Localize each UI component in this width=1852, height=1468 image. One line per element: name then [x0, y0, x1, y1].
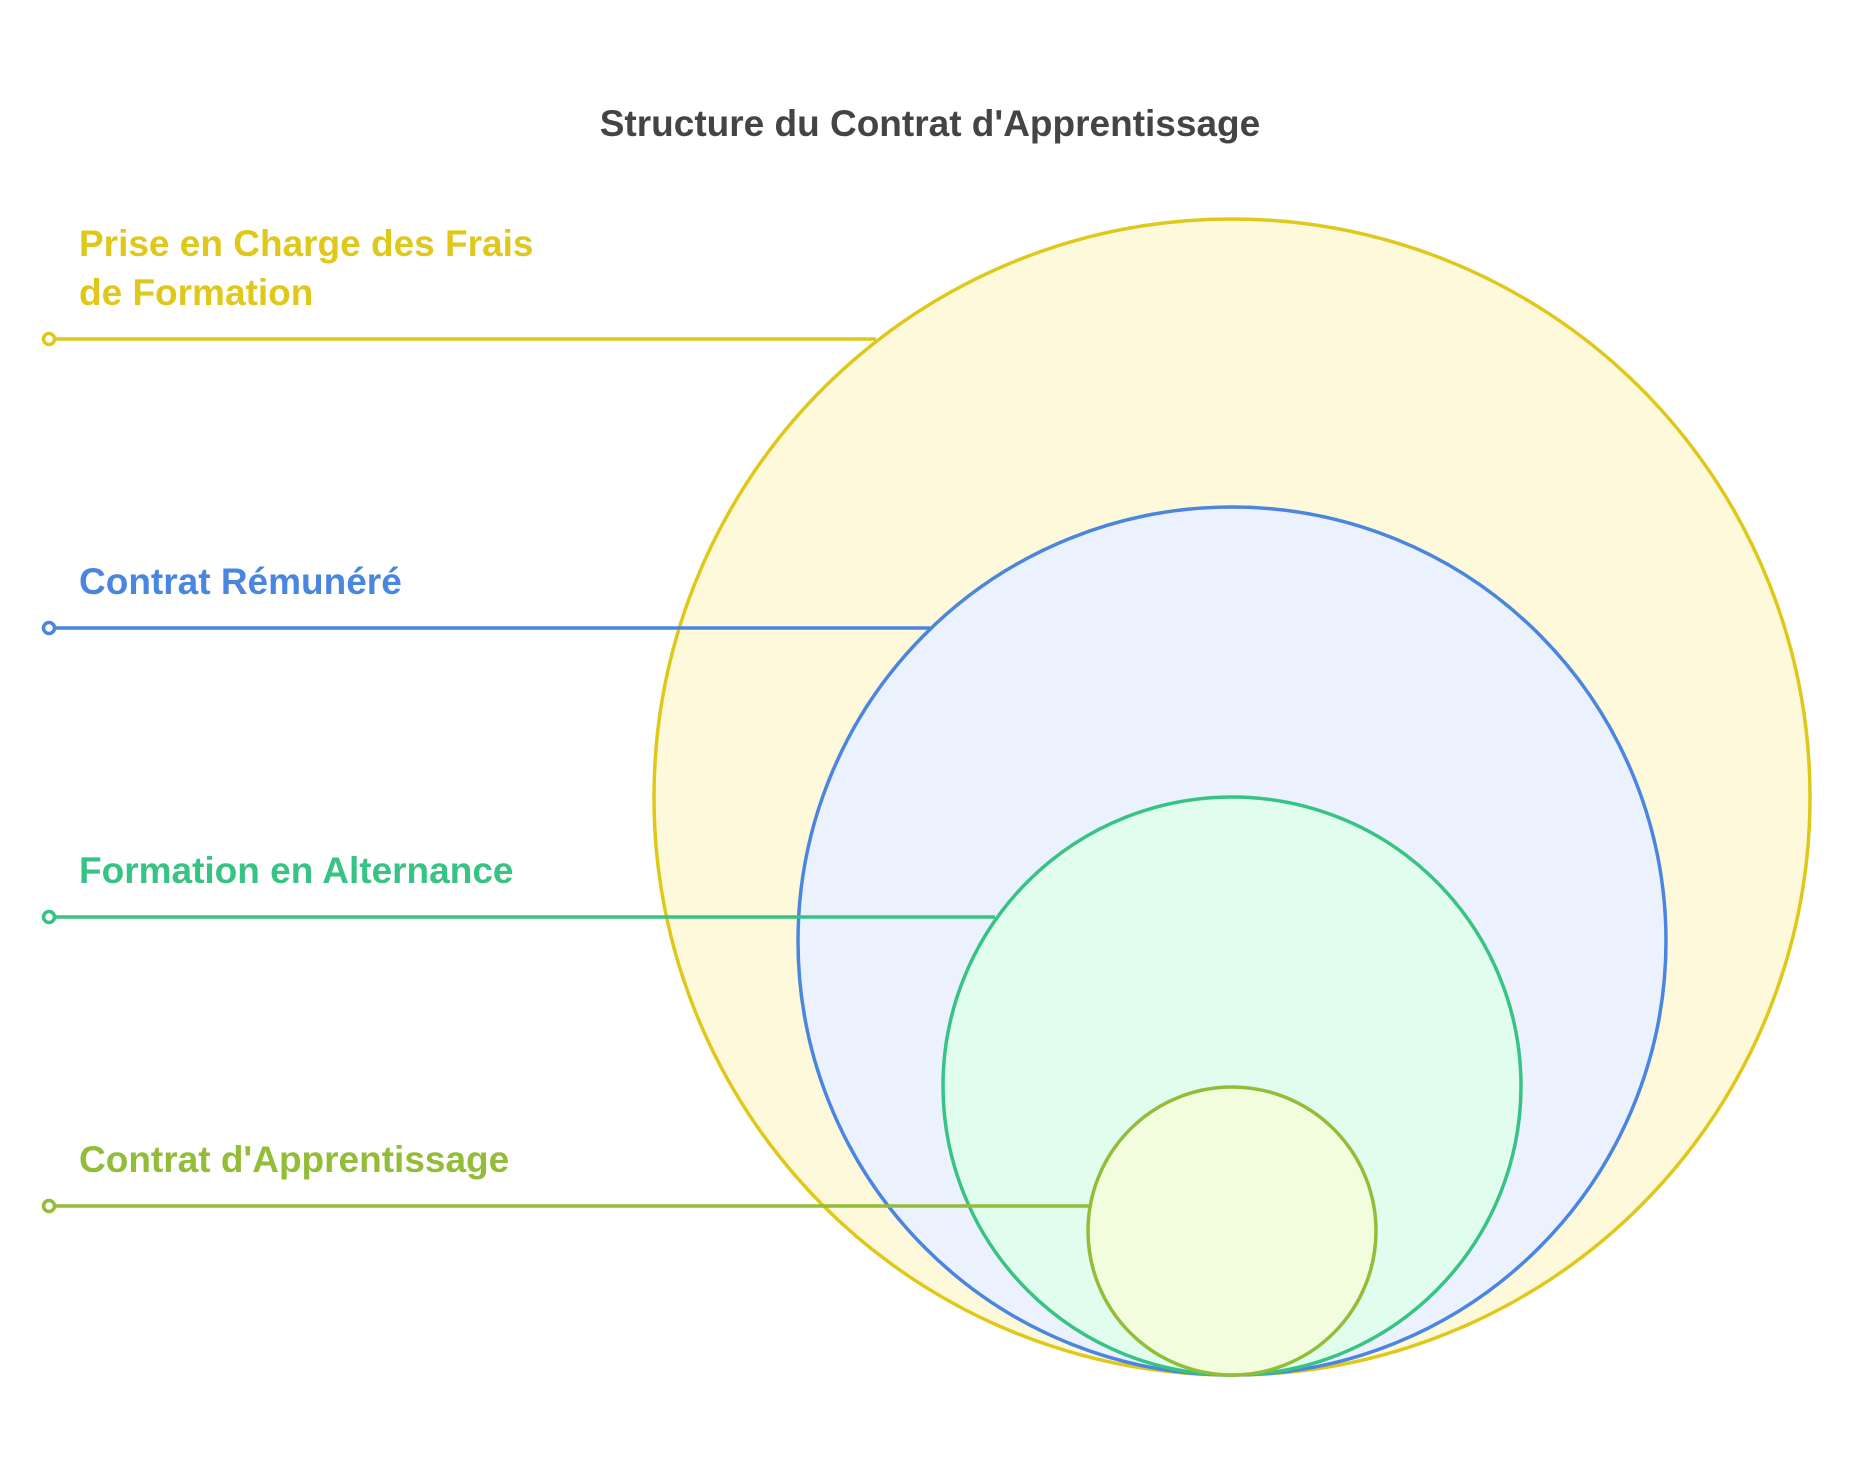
label-frais: Prise en Charge des Frais de Formation [79, 223, 544, 313]
circle-layer-apprentissage [1086, 1085, 1378, 1377]
leader-frais [41, 331, 876, 347]
label-remunere: Contrat Rémunéré [79, 561, 402, 602]
diagram-title: Structure du Contrat d'Apprentissage [600, 103, 1260, 144]
leader-dot-frais [41, 331, 57, 347]
leader-apprentissage [41, 1198, 1089, 1214]
leader-remunere [41, 620, 930, 636]
label-frais-line-2: de Formation [79, 272, 313, 313]
leader-dot-alternance [41, 909, 57, 925]
leader-dot-remunere [41, 620, 57, 636]
circle-apprentissage [1086, 1085, 1378, 1377]
leader-alternance [41, 909, 995, 925]
label-alternance: Formation en Alternance [79, 850, 513, 891]
leader-dot-apprentissage [41, 1198, 57, 1214]
label-frais-line-1: Prise en Charge des Frais [79, 223, 533, 264]
label-apprentissage: Contrat d'Apprentissage [79, 1139, 509, 1180]
